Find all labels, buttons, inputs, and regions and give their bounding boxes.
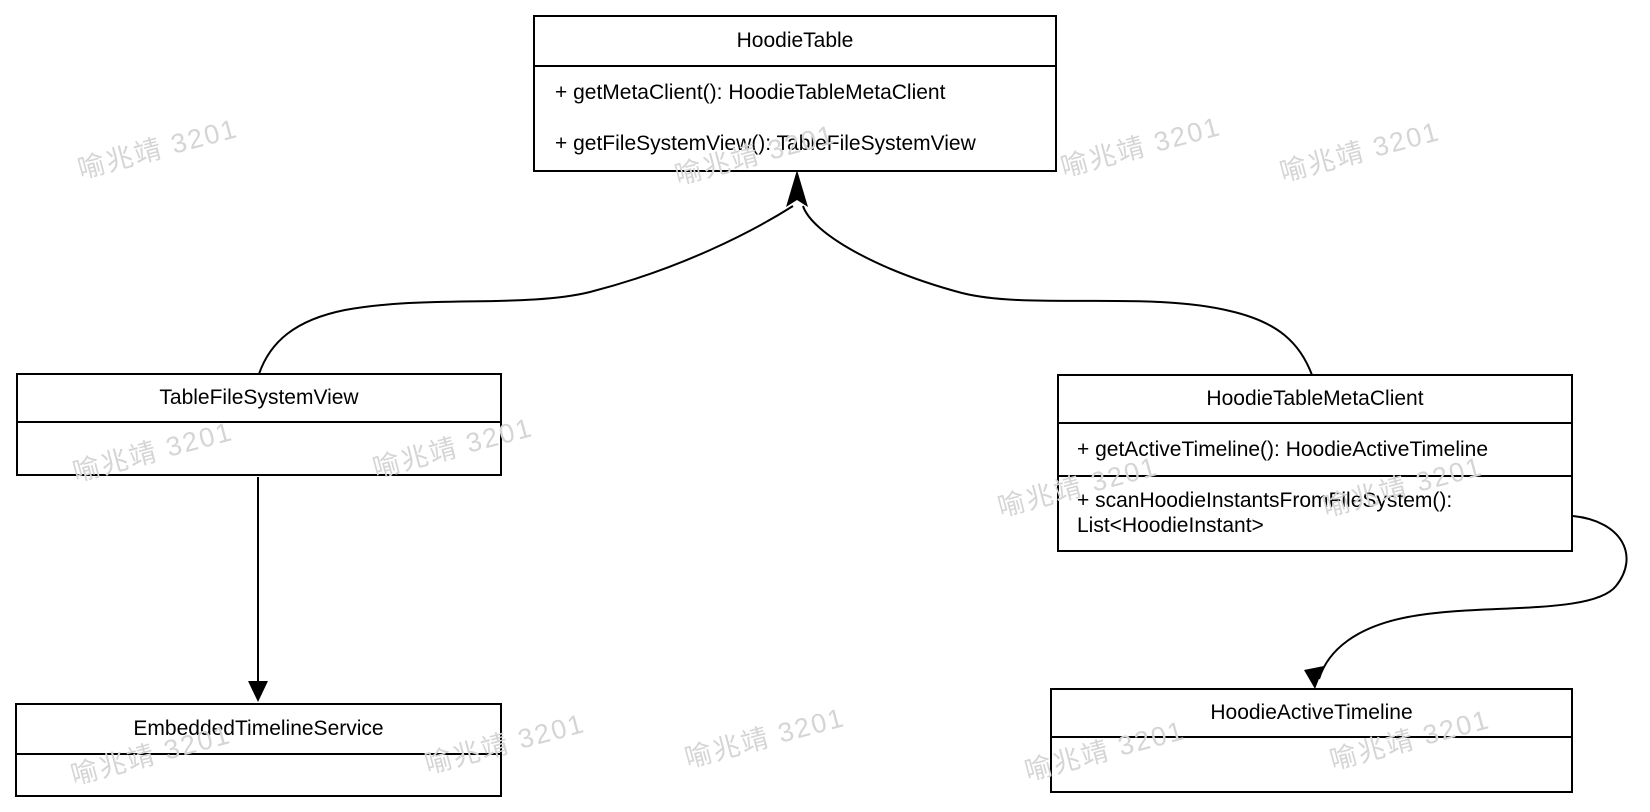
class-methods-hoodietable: + getMetaClient(): HoodieTableMetaClient…	[535, 67, 1055, 170]
arrowhead-into-embeddedtimelineservice	[248, 681, 268, 702]
empty-compartment	[1052, 738, 1571, 791]
method-getactivetimeline: + getActiveTimeline(): HoodieActiveTimel…	[1059, 424, 1571, 477]
class-title-embeddedtimelineservice: EmbeddedTimelineService	[17, 705, 500, 755]
watermark-text: 喻兆靖 3201	[1057, 111, 1225, 183]
method-scanhoodieinstants: + scanHoodieInstantsFromFileSystem(): Li…	[1059, 477, 1571, 548]
method-text-line2: List<HoodieInstant>	[1077, 513, 1264, 537]
class-box-embeddedtimelineservice: EmbeddedTimelineService	[15, 703, 502, 797]
method-text-line1: + scanHoodieInstantsFromFileSystem():	[1077, 488, 1453, 512]
class-title-hoodieactivetimeline: HoodieActiveTimeline	[1052, 690, 1571, 738]
class-box-hoodieactivetimeline: HoodieActiveTimeline	[1050, 688, 1573, 793]
arrowhead-into-hoodietable	[786, 170, 808, 207]
class-box-hoodietablemetaclient: HoodieTableMetaClient + getActiveTimelin…	[1057, 374, 1573, 552]
class-title-hoodietable: HoodieTable	[535, 17, 1055, 67]
class-title-hoodietablemetaclient: HoodieTableMetaClient	[1059, 376, 1571, 424]
edge-tablefilesystemview-to-hoodietable	[258, 205, 794, 375]
method-text: + getActiveTimeline(): HoodieActiveTimel…	[1077, 438, 1489, 461]
empty-compartment	[18, 423, 500, 474]
method-getmetaclient: + getMetaClient(): HoodieTableMetaClient	[555, 80, 946, 104]
arrowhead-into-hoodieactivetimeline	[1304, 666, 1324, 689]
watermark-text: 喻兆靖 3201	[1276, 116, 1444, 188]
watermark-text: 喻兆靖 3201	[74, 113, 242, 185]
method-getfilesystemview: + getFileSystemView(): TableFileSystemVi…	[555, 132, 976, 156]
class-title-tablefilesystemview: TableFileSystemView	[18, 375, 500, 423]
class-box-tablefilesystemview: TableFileSystemView	[16, 373, 502, 476]
edge-hoodietablemetaclient-to-hoodietable	[802, 205, 1313, 376]
class-box-hoodietable: HoodieTable + getMetaClient(): HoodieTab…	[533, 15, 1057, 172]
watermark-text: 喻兆靖 3201	[681, 702, 849, 774]
empty-compartment	[17, 755, 500, 795]
